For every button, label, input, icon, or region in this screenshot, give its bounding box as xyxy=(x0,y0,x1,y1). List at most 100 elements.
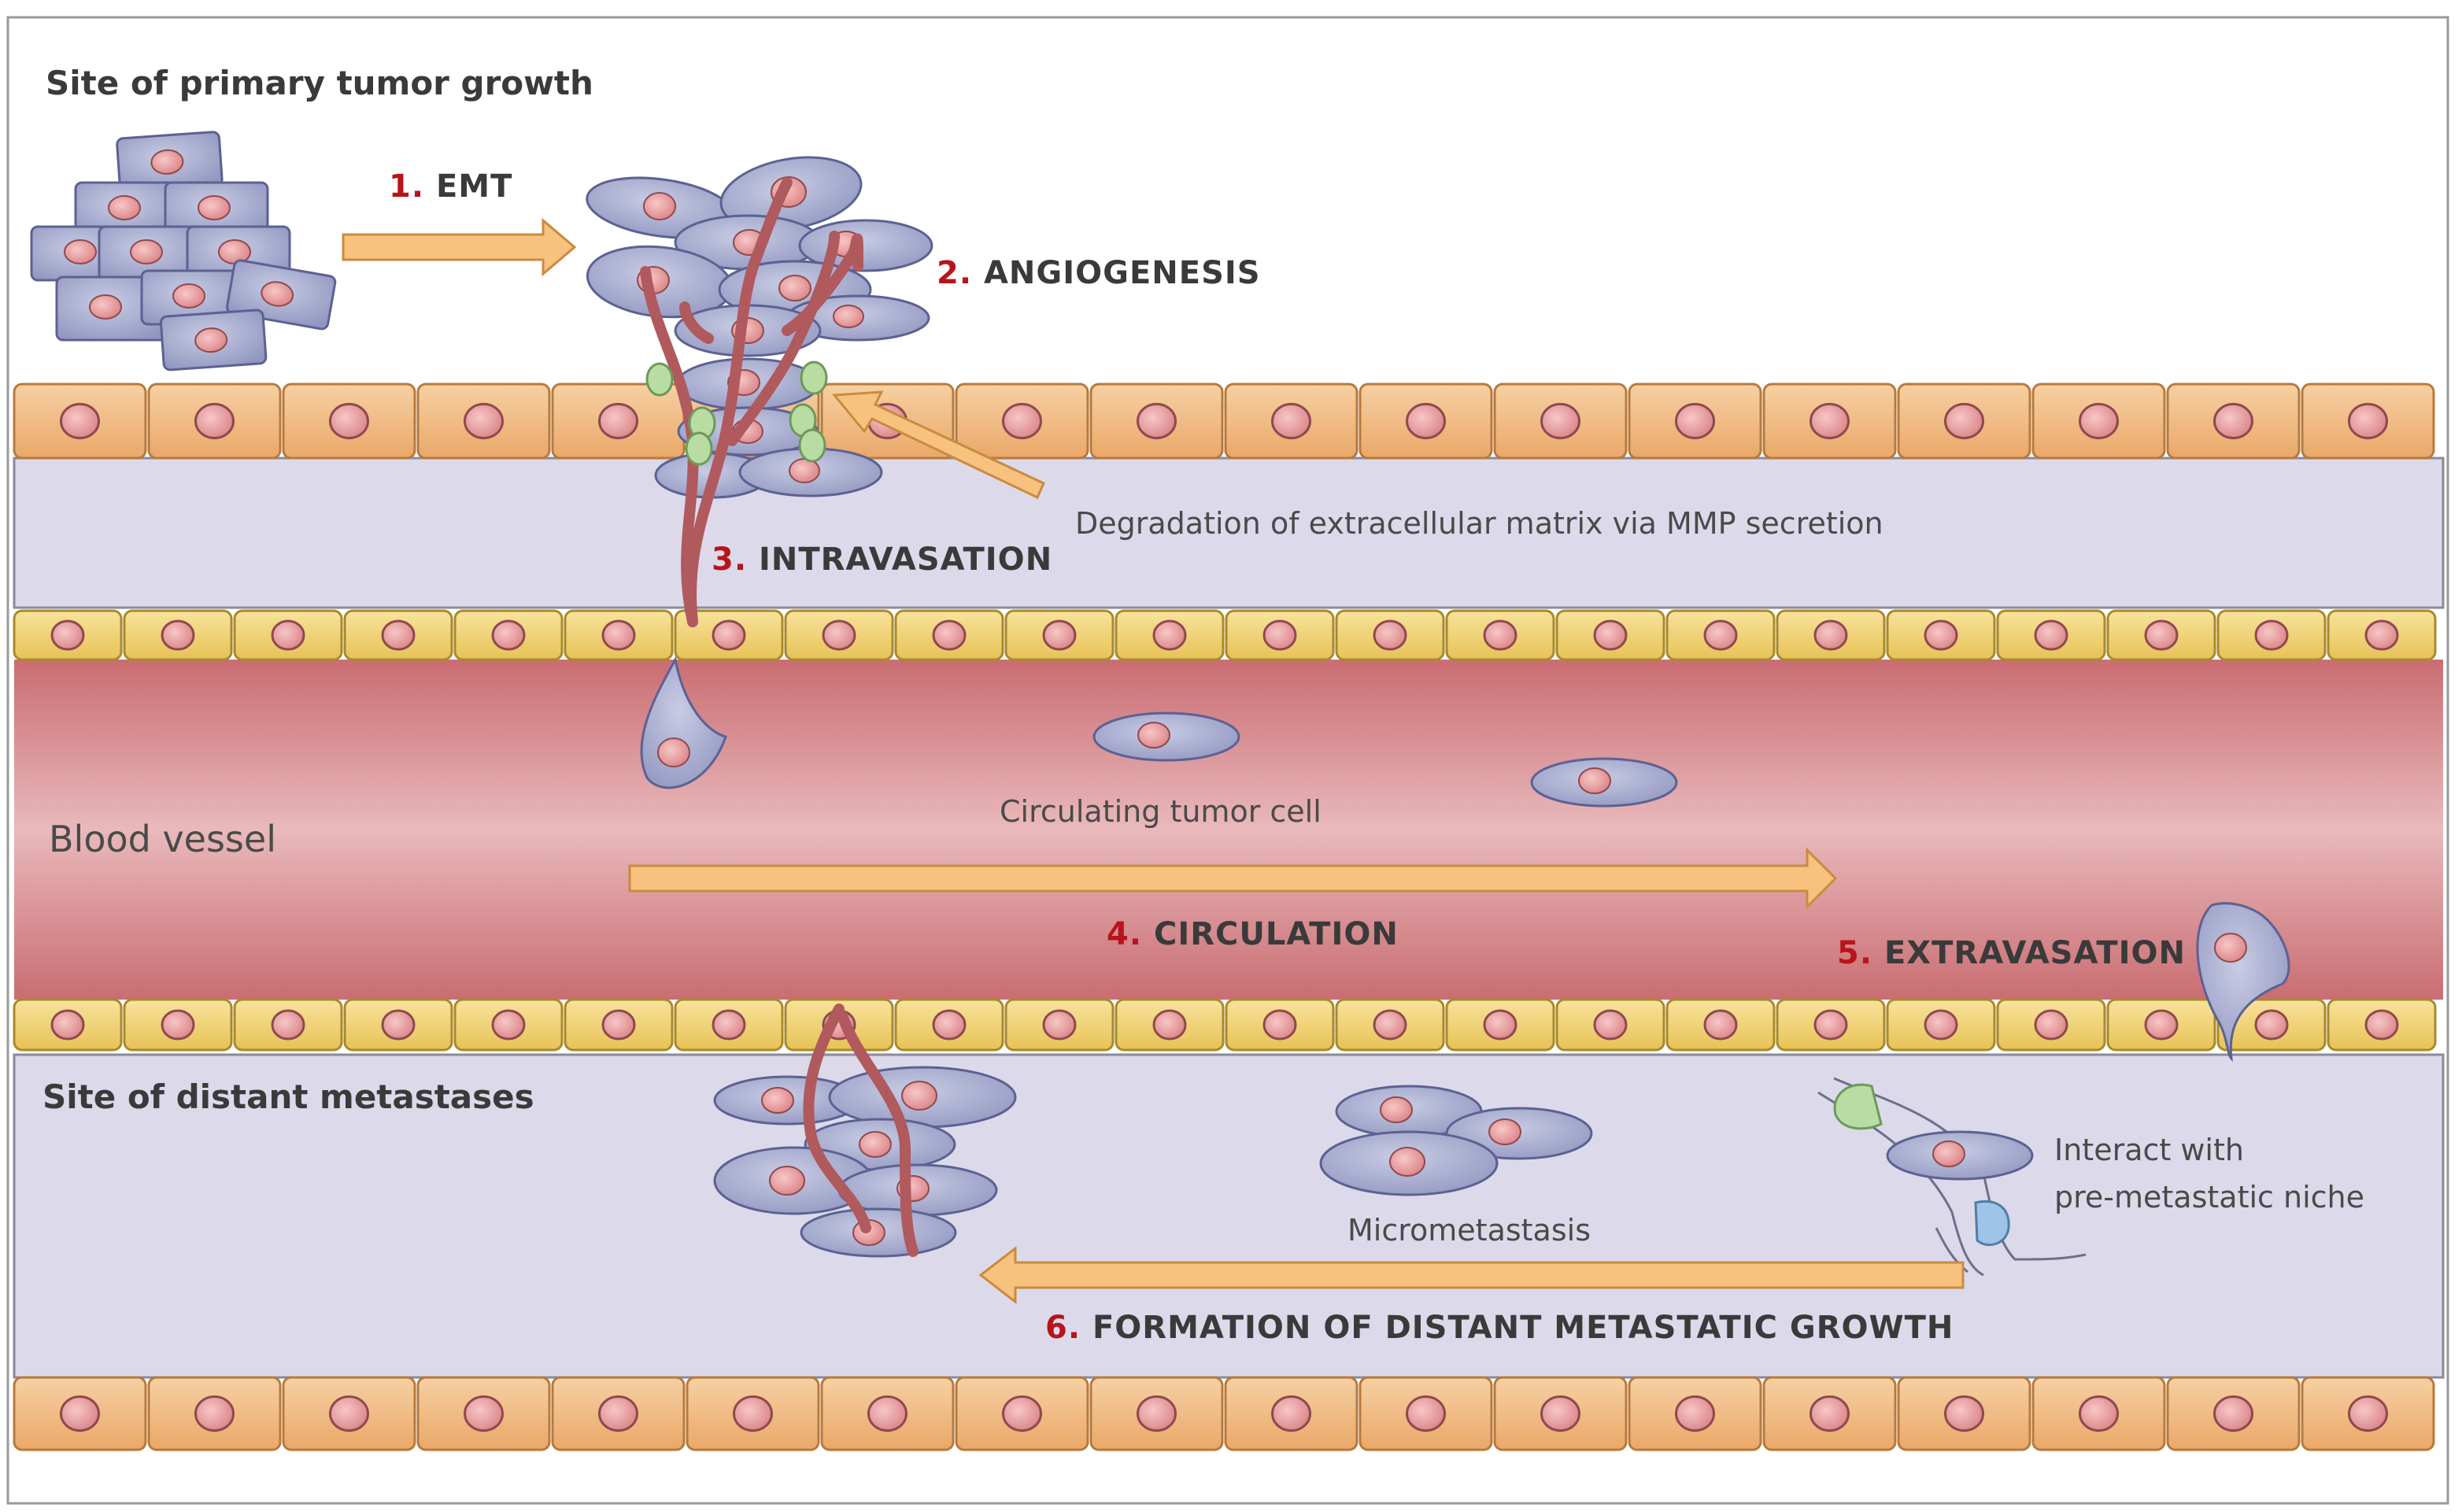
epithelium-bottom-nucleus xyxy=(464,1395,504,1433)
epithelium-top-nucleus xyxy=(194,402,235,440)
distant-metastasis-cluster xyxy=(713,1066,1017,1258)
step-2-number: 2. xyxy=(937,255,972,291)
epithelium-bottom-nucleus xyxy=(1675,1395,1715,1433)
step-6-name: FORMATION OF DISTANT METASTATIC GROWTH xyxy=(1092,1310,1954,1346)
endothelium-bottom-nucleus xyxy=(161,1009,195,1041)
step-6-label: 6. FORMATION OF DISTANT METASTATIC GROWT… xyxy=(1045,1310,1954,1346)
endothelium-top-nucleus xyxy=(1483,619,1517,651)
endothelium-bottom-nucleus xyxy=(2254,1009,2289,1041)
epithelium-top-nucleus xyxy=(329,402,369,440)
circulation-arrow xyxy=(628,847,1838,910)
extravasating-cell xyxy=(2196,902,2290,1063)
endothelium-top-nucleus xyxy=(1924,619,1958,651)
step-5-label: 5. EXTRAVASATION xyxy=(1837,935,2186,971)
step-2-label: 2. ANGIOGENESIS xyxy=(937,255,1261,291)
circulating-tumor-cell-1 xyxy=(1092,712,1240,762)
endothelium-top-nucleus xyxy=(2034,619,2068,651)
endothelium-top-nucleus xyxy=(1373,619,1407,651)
epithelium-bottom-nucleus xyxy=(1406,1395,1446,1433)
step-1-number: 1. xyxy=(389,168,424,205)
endothelium-bottom-nucleus xyxy=(712,1009,746,1041)
step-3-label: 3. INTRAVASATION xyxy=(712,542,1052,578)
epithelium-bottom-nucleus xyxy=(329,1395,369,1433)
endothelium-bottom-nucleus xyxy=(1262,1009,1297,1041)
epithelium-top-nucleus xyxy=(1002,402,1042,440)
circulating-tumor-cell-2 xyxy=(1530,757,1678,808)
epithelium-top-nucleus xyxy=(2213,402,2253,440)
endothelium-row-bottom xyxy=(13,998,2437,1052)
primary-tumor-cluster xyxy=(30,131,337,372)
endothelium-bottom-nucleus xyxy=(601,1009,636,1041)
endothelium-bottom-nucleus xyxy=(1152,1009,1187,1041)
step-1-label: 1. EMT xyxy=(389,168,512,205)
intravasating-cell xyxy=(640,656,727,789)
step-3-name: INTRAVASATION xyxy=(759,542,1052,578)
epithelium-top-nucleus xyxy=(1137,402,1177,440)
epithelium-top-nucleus xyxy=(1675,402,1715,440)
endothelium-bottom-nucleus xyxy=(1373,1009,1407,1041)
niche-note-line2: pre-metastatic niche xyxy=(2054,1180,2364,1214)
endothelium-bottom-nucleus xyxy=(1483,1009,1517,1041)
endothelium-top-nucleus xyxy=(491,619,526,651)
step-5-name: EXTRAVASATION xyxy=(1884,935,2186,971)
emt-arrow xyxy=(342,217,577,277)
endothelium-bottom-nucleus xyxy=(1593,1009,1628,1041)
epithelium-top-nucleus xyxy=(2348,402,2388,440)
endothelium-top-nucleus xyxy=(2144,619,2179,651)
endothelium-bottom-nucleus xyxy=(50,1009,85,1041)
endothelium-top-nucleus xyxy=(712,619,746,651)
niche-note-line1: Interact with xyxy=(2054,1133,2244,1167)
micrometastasis-cluster xyxy=(1319,1085,1593,1196)
step-3-number: 3. xyxy=(712,542,747,578)
epithelium-bottom-nucleus xyxy=(1271,1395,1311,1433)
formation-arrow xyxy=(978,1245,1965,1305)
section-title-primary: Site of primary tumor growth xyxy=(46,64,593,102)
epithelium-top-nucleus xyxy=(464,402,504,440)
degradation-note: Degradation of extracellular matrix via … xyxy=(1075,506,1883,541)
endothelium-bottom-nucleus xyxy=(1703,1009,1738,1041)
section-title-distant: Site of distant metastases xyxy=(43,1078,534,1116)
endothelium-top-nucleus xyxy=(1813,619,1848,651)
endothelium-bottom-nucleus xyxy=(1813,1009,1848,1041)
primary-stroma-band xyxy=(13,457,2445,609)
endothelium-top-nucleus xyxy=(161,619,195,651)
endothelium-top-nucleus xyxy=(1703,619,1738,651)
step-1-name: EMT xyxy=(436,168,512,205)
step-2-name: ANGIOGENESIS xyxy=(984,255,1261,291)
endothelium-bottom-nucleus xyxy=(491,1009,526,1041)
blood-vessel-lumen xyxy=(14,660,2443,1000)
endothelium-bottom-nucleus xyxy=(1042,1009,1077,1041)
endothelium-bottom-nucleus xyxy=(271,1009,305,1041)
endothelium-bottom-nucleus xyxy=(1924,1009,1958,1041)
epithelium-row-bottom xyxy=(13,1376,2435,1451)
endothelium-bottom-nucleus xyxy=(2034,1009,2068,1041)
epithelium-top-nucleus xyxy=(1810,402,1850,440)
endothelium-top-nucleus xyxy=(2364,619,2399,651)
metastasis-vessel-sprouts xyxy=(803,1004,919,1257)
epithelium-top-nucleus xyxy=(1271,402,1311,440)
epithelium-bottom-nucleus xyxy=(1944,1395,1984,1433)
endothelium-bottom-nucleus xyxy=(2144,1009,2179,1041)
endothelium-top-nucleus xyxy=(1042,619,1077,651)
step-4-name: CIRCULATION xyxy=(1154,916,1399,952)
epithelium-bottom-nucleus xyxy=(598,1395,638,1433)
endothelium-top-nucleus xyxy=(601,619,636,651)
endothelium-top-nucleus xyxy=(2254,619,2289,651)
endothelium-top-nucleus xyxy=(932,619,967,651)
epithelium-bottom-nucleus xyxy=(2348,1395,2388,1433)
epithelium-bottom-nucleus xyxy=(1137,1395,1177,1433)
epithelium-bottom-nucleus xyxy=(1540,1395,1580,1433)
blood-vessel-label: Blood vessel xyxy=(49,818,276,860)
step-6-number: 6. xyxy=(1045,1310,1081,1346)
micrometastasis-note: Micrometastasis xyxy=(1347,1213,1591,1248)
endothelium-bottom-nucleus xyxy=(381,1009,416,1041)
epithelium-top-nucleus xyxy=(598,402,638,440)
endothelium-top-nucleus xyxy=(381,619,416,651)
distant-stroma-band xyxy=(13,1053,2445,1379)
epithelium-bottom-nucleus xyxy=(1810,1395,1850,1433)
step-4-label: 4. CIRCULATION xyxy=(1107,916,1399,952)
endothelium-top-nucleus xyxy=(271,619,305,651)
epithelium-bottom-nucleus xyxy=(867,1395,908,1433)
endothelium-top-nucleus xyxy=(822,619,856,651)
circulating-cell-note: Circulating tumor cell xyxy=(1000,794,1322,829)
